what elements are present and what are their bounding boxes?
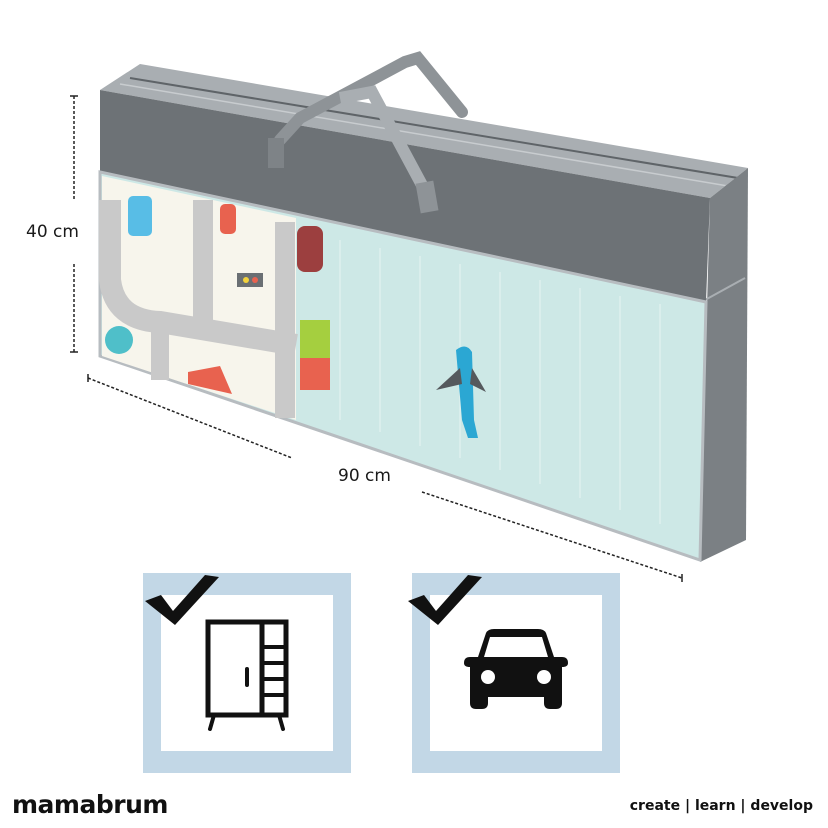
wardrobe-icon <box>205 619 289 731</box>
toy-tree <box>105 326 133 354</box>
bag-zipper <box>129 77 739 179</box>
checkmark-icon <box>145 575 219 625</box>
brand-tagline: create | learn | develop <box>629 798 813 814</box>
brand-logo: mamabrum <box>12 790 168 819</box>
toy-airplane <box>436 346 486 438</box>
toy-car-red <box>220 204 236 234</box>
traffic-light <box>237 273 263 287</box>
toy-car-red-bottom <box>188 366 232 394</box>
height-label: 40 cm <box>26 222 79 242</box>
width-dimension-line <box>87 377 683 579</box>
toy-car-blue <box>128 196 152 236</box>
bag-front-panel <box>100 90 710 302</box>
bag-top-face <box>100 64 748 198</box>
feature-wardrobe-card <box>143 573 351 773</box>
width-label: 90 cm <box>338 466 391 486</box>
bag-handle <box>274 51 468 146</box>
checkmark-icon <box>408 575 482 625</box>
bag-side-face <box>700 168 748 562</box>
car-icon <box>464 629 568 709</box>
toy-car-maroon <box>297 226 323 272</box>
feature-car-card <box>408 573 620 773</box>
